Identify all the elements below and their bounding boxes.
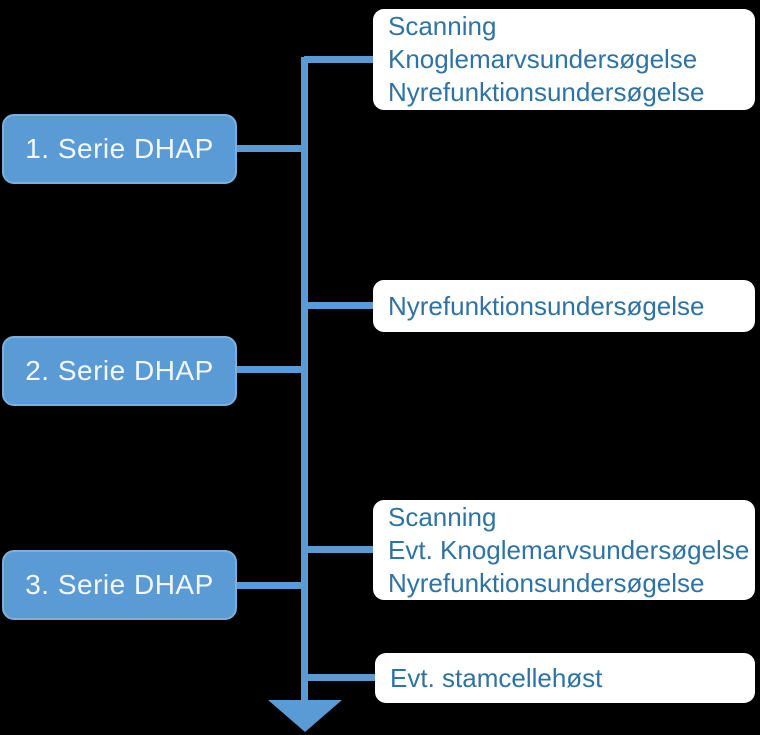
note-box-stamcellehoest: Evt. stamcellehøst	[375, 653, 755, 703]
connector-to-note-4	[304, 674, 376, 681]
note-line: Knoglemarvsundersøgelse	[388, 44, 698, 74]
connector-from-stage-3	[237, 582, 304, 589]
note-line: Nyrefunktionsundersøgelse	[388, 290, 705, 321]
note-line: Nyrefunktionsundersøgelse	[388, 77, 705, 107]
stage-label: 3. Serie DHAP	[25, 569, 214, 600]
note-box-after-serie-3: Scanning Evt. Knoglemarvsundersøgelse Ny…	[373, 500, 755, 600]
connector-from-stage-1	[236, 145, 304, 152]
connector-from-stage-2	[237, 366, 304, 373]
note-box-after-serie-1: Scanning Knoglemarvsundersøgelse Nyrefun…	[373, 9, 755, 110]
connector-to-note-2	[304, 302, 374, 309]
note-box-after-serie-2: Nyrefunktionsundersøgelse	[373, 280, 755, 332]
note-line: Scanning	[388, 501, 497, 532]
note-line: Scanning	[388, 11, 497, 41]
stage-label: 2. Serie DHAP	[25, 355, 214, 386]
stage-box-serie-1: 1. Serie DHAP	[2, 114, 237, 184]
note-line: Evt. Knoglemarvsundersøgelse	[388, 534, 750, 565]
stage-label: 1. Serie DHAP	[25, 133, 214, 164]
timeline-vertical-line	[301, 57, 308, 703]
down-arrow-icon	[268, 700, 342, 732]
note-line: Evt. stamcellehøst	[390, 662, 603, 693]
note-line: Nyrefunktionsundersøgelse	[388, 567, 705, 598]
stage-box-serie-2: 2. Serie DHAP	[2, 336, 237, 406]
connector-to-note-1	[304, 56, 375, 63]
connector-to-note-3	[304, 546, 373, 553]
stage-box-serie-3: 3. Serie DHAP	[2, 550, 237, 620]
